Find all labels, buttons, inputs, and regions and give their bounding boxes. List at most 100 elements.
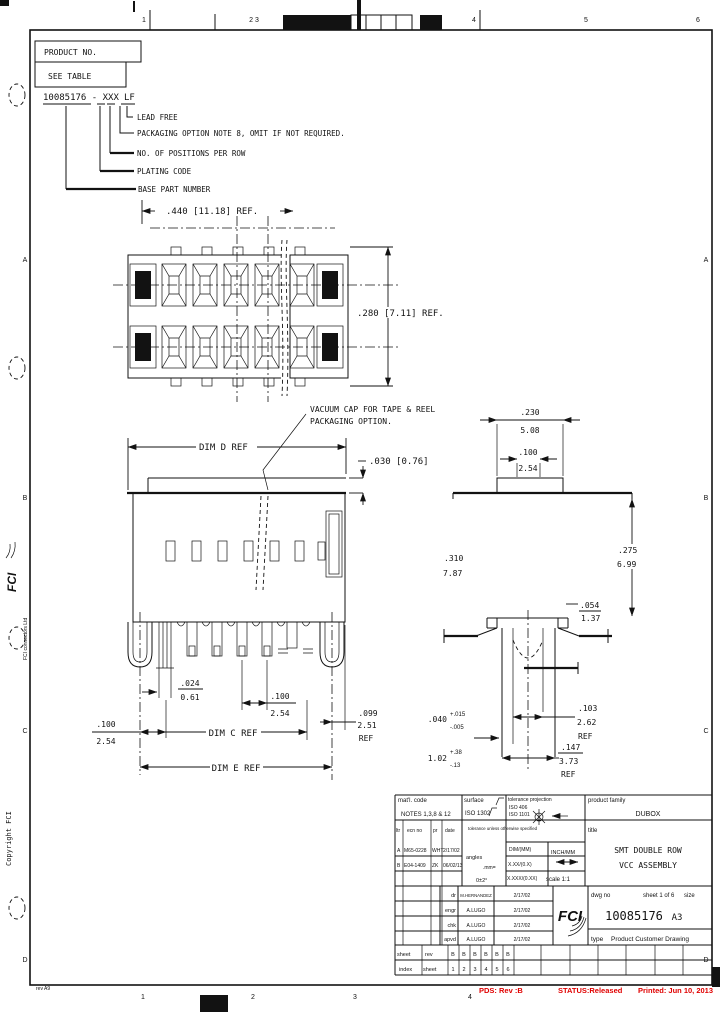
- vacuum-note-line1: VACUUM CAP FOR TAPE & REEL: [310, 405, 435, 414]
- type-label: type: [591, 936, 604, 943]
- surface-check-icon: [488, 807, 497, 817]
- zone-right-b: B: [704, 495, 709, 502]
- svg-text:3: 3: [473, 967, 476, 973]
- appr-engr-label: engr: [445, 908, 456, 914]
- size-value: A3: [672, 913, 683, 923]
- body-height-mm: 7.87: [443, 569, 462, 578]
- svg-text:2: 2: [462, 967, 465, 973]
- appr-apvd-name: A.LUGO: [467, 937, 486, 943]
- end-dim-mm: 2.51: [357, 721, 376, 730]
- dim-c-label: DIM C REF: [209, 729, 258, 739]
- vacuum-note-line2: PACKAGING OPTION.: [310, 417, 392, 426]
- drawing-title-line1: SMT DOUBLE ROW: [614, 846, 682, 855]
- mm-label: .mm=: [483, 865, 496, 871]
- part-suffix: LF: [124, 93, 135, 103]
- rev-a-ecn: M65-0228: [404, 848, 427, 854]
- smt-pins: [176, 621, 313, 657]
- step-in: .054: [580, 601, 599, 610]
- rev-a-ltr: A: [397, 848, 401, 854]
- title-label: title: [588, 828, 598, 834]
- inch-mm-label: INCH/MM: [551, 850, 576, 856]
- pin-width-mm: 0.61: [180, 693, 199, 702]
- svg-text:B: B: [473, 952, 477, 958]
- rev-b-date: 06/02/13: [443, 863, 463, 869]
- tolerance-projection-label: tolerance projection: [508, 797, 552, 803]
- zone-right-a: A: [704, 257, 709, 264]
- surface-label: surface: [464, 798, 484, 804]
- rev-a-pr: WHT: [432, 848, 443, 854]
- pitch-mm: 2.54: [270, 709, 289, 718]
- rev-a-date: 2/17/02: [443, 848, 460, 854]
- zone-top-5: 5: [584, 17, 588, 24]
- appr-apvd-date: 2/17/02: [514, 937, 531, 943]
- hdr-date: date: [445, 828, 455, 834]
- hdr-pr: pr: [433, 828, 438, 834]
- end-dim-in: .099: [358, 709, 377, 718]
- appr-chk-date: 2/17/02: [514, 923, 531, 929]
- zone-left-d: D: [22, 957, 27, 964]
- cap-thickness-dim: .030 [0.76]: [369, 457, 429, 467]
- tolerance-note: tolerance unless otherwise specified: [468, 826, 538, 831]
- see-table-label: SEE TABLE: [48, 72, 92, 81]
- hdr-ecn-no: ecn no: [407, 828, 422, 834]
- dwg-no-label: dwg no: [591, 893, 611, 899]
- callout-plating: PLATING CODE: [137, 167, 192, 176]
- right-height-mm: 6.99: [617, 560, 636, 569]
- appr-dr-name: M.HERNANDEZ: [460, 893, 492, 898]
- sheet-label: sheet 1 of 6: [643, 893, 675, 899]
- surface-value: ISO 1302: [465, 811, 491, 817]
- copyright-text: Copyright FCI: [5, 811, 13, 866]
- tol-cell-1: DIM/(MM): [509, 847, 532, 853]
- top-width-dim: .440 [11.18] REF.: [166, 207, 258, 217]
- angles-label: angles: [466, 855, 482, 861]
- rev-row-values: B B B B B B: [451, 952, 510, 958]
- sheet-row-label: sheet: [423, 967, 437, 973]
- fci-logo: FCI: [558, 908, 587, 937]
- boss-width-in: .100: [518, 448, 537, 457]
- title-block: mat'l. code NOTES 1,3,8 & 12 surface ISO…: [394, 794, 713, 976]
- scale-label: scale 1:1: [546, 877, 571, 883]
- wall-tol-plus: +.015: [450, 712, 466, 718]
- front-view: VACUUM CAP FOR TAPE & REEL PACKAGING OPT…: [92, 405, 435, 780]
- top-height-dim: .280 [7.11] REF.: [357, 309, 444, 319]
- outer-dia-ref: REF: [561, 770, 576, 779]
- svg-text:B: B: [451, 952, 455, 958]
- part-number: 10085176 - XXX: [43, 93, 119, 103]
- rev-note: rev A9: [36, 986, 50, 992]
- inner-dia-in: .103: [578, 704, 597, 713]
- left-pitch-mm: 2.54: [96, 737, 115, 746]
- projection-symbol-icon: [532, 809, 568, 825]
- zone-bottom-2: 2: [251, 994, 255, 1001]
- pin-width-in: .024: [180, 679, 199, 688]
- svg-text:B: B: [506, 952, 510, 958]
- side-view: .230 5.08 .100 2.54 .310 7.87 .275 6.99 …: [428, 408, 643, 779]
- pds-rev-status: PDS: Rev :B: [479, 986, 523, 995]
- zone-left-a: A: [23, 257, 28, 264]
- zone-bottom-4: 4: [468, 994, 472, 1001]
- hdr-ltr: ltr: [396, 828, 401, 834]
- cap-width-mm: 5.08: [520, 426, 539, 435]
- matl-code-label: mat'l. code: [398, 798, 427, 804]
- zone-bottom-3: 3: [353, 994, 357, 1001]
- rev-row-label: rev: [425, 952, 433, 958]
- tolerance-iso1: ISO 406: [509, 805, 528, 811]
- wall-mm-tol-plus: +.38: [450, 750, 463, 756]
- tolerance-iso2: ISO 1101: [509, 812, 530, 818]
- appr-apvd-label: apvd: [444, 937, 456, 943]
- top-view-tabs: [170, 246, 306, 387]
- size-label: size: [684, 893, 695, 899]
- svg-text:FCI: FCI: [558, 908, 583, 925]
- right-height-in: .275: [618, 546, 637, 555]
- tol-cell-3: X.XXX/(0.XX): [507, 876, 538, 882]
- dim-e-label: DIM E REF: [212, 764, 261, 774]
- appr-engr-name: A.LUGO: [467, 908, 486, 914]
- outer-dia-in: .147: [561, 743, 580, 752]
- zone-top-23: 2 3: [249, 17, 259, 24]
- callout-lead-free: LEAD FREE: [137, 113, 178, 122]
- tol-cell-2: X.XX/(0.X): [508, 862, 532, 868]
- inner-dia-mm: 2.62: [577, 718, 596, 727]
- contact-windows: [165, 510, 343, 578]
- appr-dr-label: dr: [451, 893, 456, 899]
